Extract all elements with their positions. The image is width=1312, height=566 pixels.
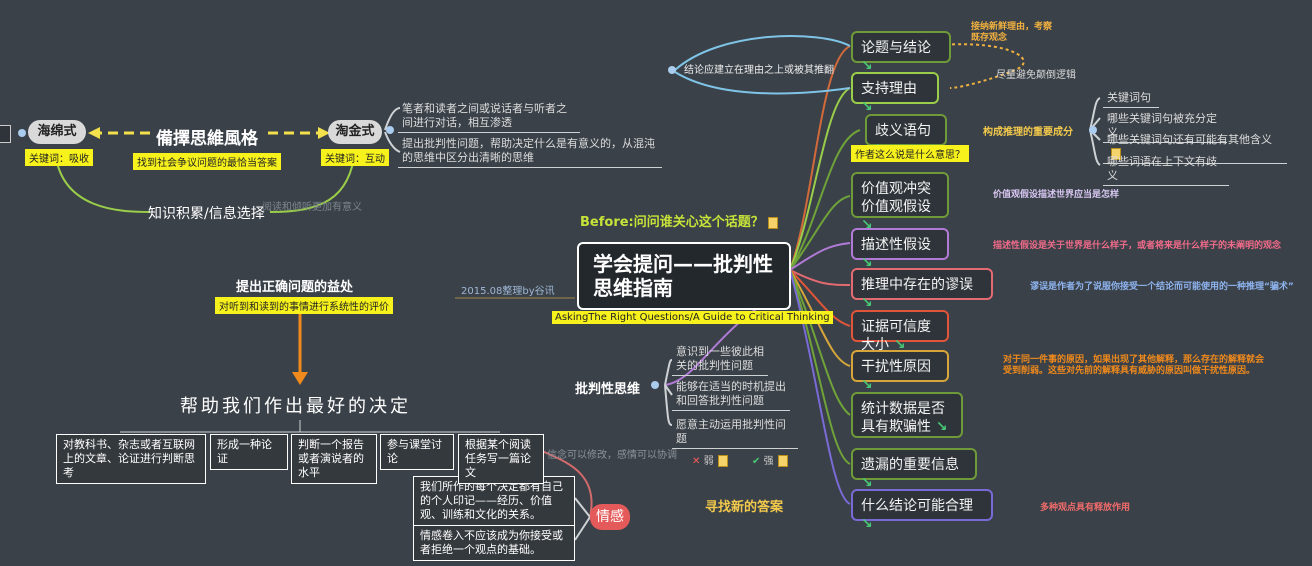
fallacy-note: 谬误是作者为了说服你接受一个结论而可能使用的一种推理“骗术” xyxy=(1030,282,1294,292)
note-icon xyxy=(1111,148,1121,160)
find-answer-label: 寻找新的答案 xyxy=(705,500,784,515)
arrow-icon: ↘ xyxy=(889,337,906,353)
sponge-node[interactable]: 海绵式 xyxy=(28,120,86,144)
keyword-item: 哪些关键词句被充分定义 xyxy=(1103,110,1227,143)
critical-item: 能够在适当的时机提出和回答批判性问题 xyxy=(672,378,790,411)
keyword-item: 关键词句 xyxy=(1103,89,1159,108)
node-descriptive[interactable]: 描述性假设 ↘ xyxy=(851,228,949,271)
node-reasonable-conclusions[interactable]: 什么结论可能合理 ↘ xyxy=(851,489,993,532)
arrow-icon: ↘ xyxy=(861,217,873,233)
sponge-tag: 关键词：吸收 xyxy=(25,149,93,166)
arrow-icon: ↘ xyxy=(931,419,948,435)
critical-label[interactable]: 批判性思维 xyxy=(575,382,641,397)
arrow-icon: ↘ xyxy=(861,295,873,311)
ambiguity-tag: 作者这么说是什么意思？ xyxy=(851,145,969,162)
check-icon: ✔ xyxy=(752,456,761,467)
center-title: 学会提问——批判性思维指南 xyxy=(593,252,773,300)
belief-caption: 信念可以修改，感情可以协调 xyxy=(547,450,677,461)
node-ambiguity[interactable]: 歧义语句 ↘ xyxy=(865,114,947,157)
benefit-title: 提出正确问题的益处 xyxy=(236,280,354,295)
connector-note: 结论应建立在理由之上或被其推翻 xyxy=(684,65,834,76)
node-statistics[interactable]: 统计数据是否具有欺骗性 ↘ xyxy=(851,392,963,438)
sensation-label[interactable]: 情感 xyxy=(590,504,630,530)
arrow-icon: ↘ xyxy=(861,516,873,532)
style-note: 找到社会争议问题的最恰当答案 xyxy=(133,153,281,170)
before-label: Before:问问谁关心这个话题？ xyxy=(580,211,778,230)
help-title: 帮助我们作出最好的决定 xyxy=(180,396,411,417)
desc-note: 描述性假设是关于世界是什么样子，或者将来是什么样子的未阐明的观念 xyxy=(993,241,1282,251)
sensation-item: 情感卷入不应该成为你接受或者拒绝一个观点的基础。 xyxy=(413,525,575,561)
note-icon xyxy=(717,455,728,467)
keyword-item: 哪些关键词句还有可能有其他含义 xyxy=(1103,131,1287,164)
node-rival-causes[interactable]: 干扰性原因 ↘ xyxy=(851,350,949,393)
multi-note: 多种观点具有释放作用 xyxy=(1040,503,1131,513)
arrow-icon: ↘ xyxy=(861,377,873,393)
style-title: 備擇思維風格 xyxy=(152,124,262,149)
arrow-icon: ↘ xyxy=(861,475,873,491)
help-item: 形成一种论证 xyxy=(210,434,288,470)
before-text: Before:问问谁关心这个话题？ xyxy=(580,215,764,230)
keyword-item: 哪些词语在上下文有歧义 xyxy=(1103,153,1229,186)
node-value-conflict[interactable]: 价值观冲突价值观假设 ↘ xyxy=(851,172,949,233)
note-icon xyxy=(777,455,788,467)
knowledge-label: 知识积累/信息选择 xyxy=(148,206,265,222)
node-evidence[interactable]: 证据可信度大小 ↘ xyxy=(851,310,949,353)
help-item: 判断一个报告或者演说者的水平 xyxy=(291,434,377,484)
help-item: 参与课堂讨论 xyxy=(380,434,454,470)
value-note: 价值观假设描述世界应当是怎样 xyxy=(993,190,1120,200)
gold-node[interactable]: 淘金式 xyxy=(328,120,382,144)
author-label: 2015.08整理by谷讯 xyxy=(461,286,555,297)
note-icon xyxy=(767,216,778,229)
node-fallacy[interactable]: 推理中存在的谬误 ↘ xyxy=(851,268,993,311)
center-subtitle: AskingThe Right Questions/A Guide to Cri… xyxy=(552,311,833,324)
sensation-item: 我们所作的每个决定都有自己的个人印记——经历、价值观、训练和文化的关系。 xyxy=(413,476,575,526)
gold-tag: 关键词：互动 xyxy=(321,149,389,166)
node-omitted-info[interactable]: 遗漏的重要信息 ↘ xyxy=(851,448,977,491)
rival-note: 对于同一件事的原因，如果出现了其他解释，那么存在的解释就会受到削弱。这些对先前的… xyxy=(1003,355,1265,376)
left-edge-stub xyxy=(0,125,11,143)
strong-mark: ✔ 强 xyxy=(752,452,788,467)
gold-note: 笔者和读者之间或说话者与听者之间进行对话，相互渗透 xyxy=(398,100,580,133)
weak-mark: ✕ 弱 xyxy=(692,452,728,467)
logic-note: 尽量避免颠倒逻辑 xyxy=(996,70,1076,81)
help-item: 根据某个阅读任务写一篇论文 xyxy=(458,434,544,484)
cross-icon: ✕ xyxy=(692,456,701,467)
critical-item: 意识到一些彼此相关的批判性问题 xyxy=(672,343,768,376)
faint-note: 阅读和倾听更加有意义 xyxy=(262,202,362,213)
critical-item: 愿意主动运用批判性问题 xyxy=(672,416,798,449)
arrow-icon: ↘ xyxy=(861,99,873,115)
node-issue-conclusion[interactable]: 论题与结论 ↘ xyxy=(851,31,951,74)
reason-note: 构成推理的重要成分 xyxy=(983,127,1073,138)
help-item: 对教科书、杂志或者互联网上的文章、论证进行判断思考 xyxy=(56,434,206,484)
benefit-note: 对听到和读到的事情进行系统性的评价 xyxy=(215,297,393,314)
center-node[interactable]: 学会提问——批判性思维指南 xyxy=(577,242,791,310)
arrow-icon: ↘ xyxy=(861,255,873,271)
node-reasons[interactable]: 支持理由 ↘ xyxy=(851,72,939,115)
arrow-icon: ↘ xyxy=(861,58,873,74)
gold-note: 提出批判性问题，帮助决定什么是有意义的，从混沌的思维中区分出清晰的思维 xyxy=(398,135,662,168)
accept-note: 接纳新鲜理由，考察既存观念 xyxy=(971,22,1053,43)
